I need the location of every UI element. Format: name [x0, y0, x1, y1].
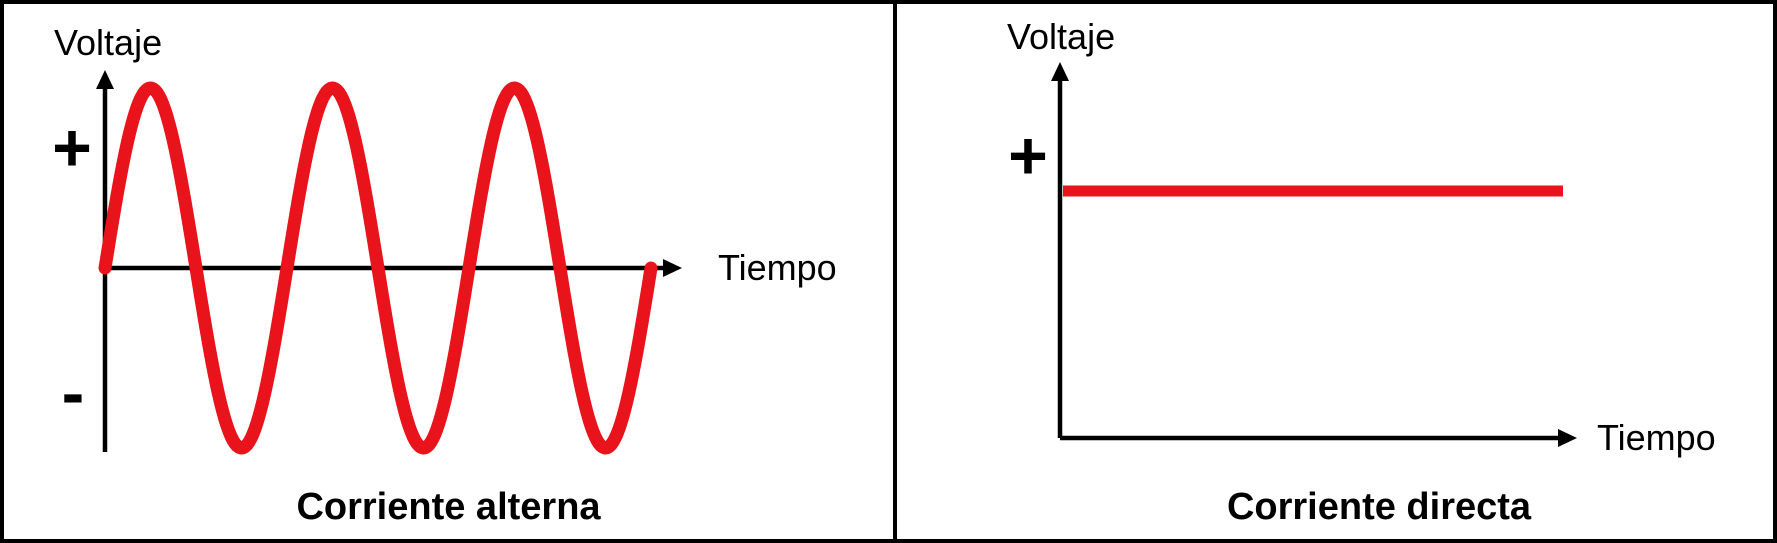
ac-y-axis-label: Voltaje: [54, 22, 163, 63]
dc-y-axis-label: Voltaje: [1007, 16, 1116, 57]
panel-corriente-directa: Voltaje + Tiempo Corriente directa: [897, 4, 1773, 539]
dc-caption: Corriente directa: [1226, 486, 1532, 528]
ac-plus-sign: +: [52, 110, 92, 186]
dc-waveform-chart: [1051, 62, 1577, 447]
ac-minus-sign: -: [61, 355, 85, 431]
ac-caption: Corriente alterna: [296, 486, 601, 528]
ac-x-axis-label: Tiempo: [718, 247, 837, 288]
ac-waveform-chart: [96, 70, 682, 455]
dc-plus-sign: +: [1008, 118, 1048, 194]
dc-x-axis-label: Tiempo: [1597, 417, 1716, 458]
panel-corriente-alterna: Voltaje + - Tiempo Corriente alterna: [4, 4, 893, 539]
panel-divider: [893, 4, 897, 539]
